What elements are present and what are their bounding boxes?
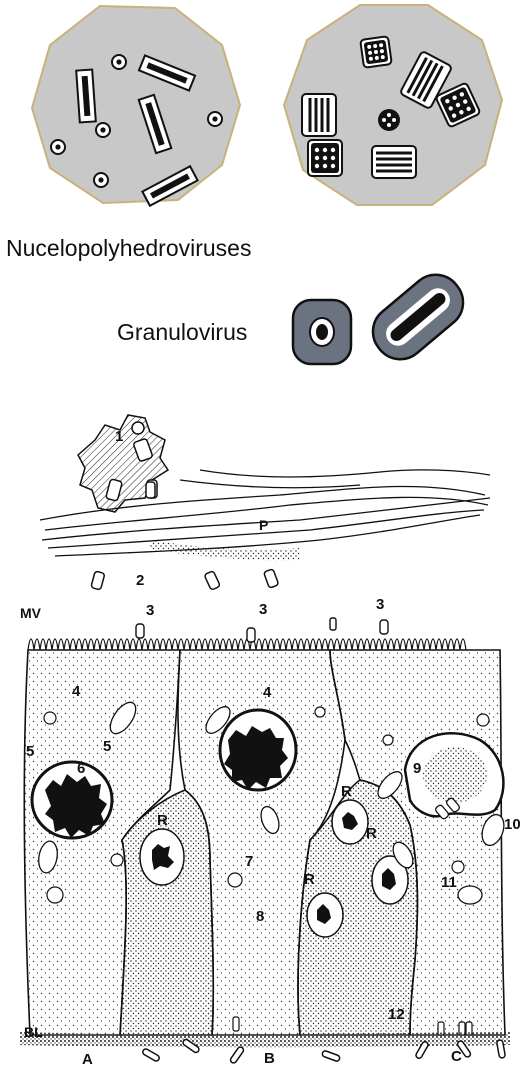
label-A: A	[82, 1051, 93, 1068]
label-MV: MV	[20, 605, 42, 621]
label-4a: 4	[72, 683, 81, 700]
label-C: C	[451, 1048, 462, 1065]
label-11: 11	[441, 874, 457, 891]
label-9: 9	[413, 760, 421, 777]
regen-nucleus-4	[307, 893, 343, 937]
label-12: 12	[388, 1006, 405, 1023]
label-3a: 3	[146, 602, 154, 619]
label-7: 7	[245, 853, 253, 870]
epithelium	[24, 650, 505, 1035]
nucleus-b	[220, 710, 296, 790]
label-6: 6	[77, 760, 85, 777]
label-B: B	[264, 1050, 275, 1067]
label-R4: R	[304, 871, 315, 888]
label-3c: 3	[376, 596, 384, 613]
label-1: 1	[115, 428, 123, 445]
regen-nucleus-1	[140, 829, 184, 885]
basal-lamina	[20, 1032, 510, 1047]
label-10: 10	[504, 816, 521, 833]
label-4b: 4	[263, 684, 272, 701]
label-BL: BL	[24, 1024, 43, 1040]
label-3b: 3	[259, 601, 267, 618]
peritrophic-stipple	[150, 540, 300, 560]
label-2: 2	[136, 572, 144, 589]
label-R2: R	[341, 783, 352, 800]
label-5b: 5	[103, 738, 111, 755]
label-5a: 5	[26, 743, 34, 760]
label-R1: R	[157, 812, 168, 829]
label-8: 8	[256, 908, 264, 925]
regen-nucleus-2	[332, 800, 368, 844]
label-R3: R	[366, 825, 377, 842]
nucleus-a	[32, 762, 112, 838]
label-P: P	[259, 517, 268, 533]
microvilli-virions	[136, 618, 388, 642]
